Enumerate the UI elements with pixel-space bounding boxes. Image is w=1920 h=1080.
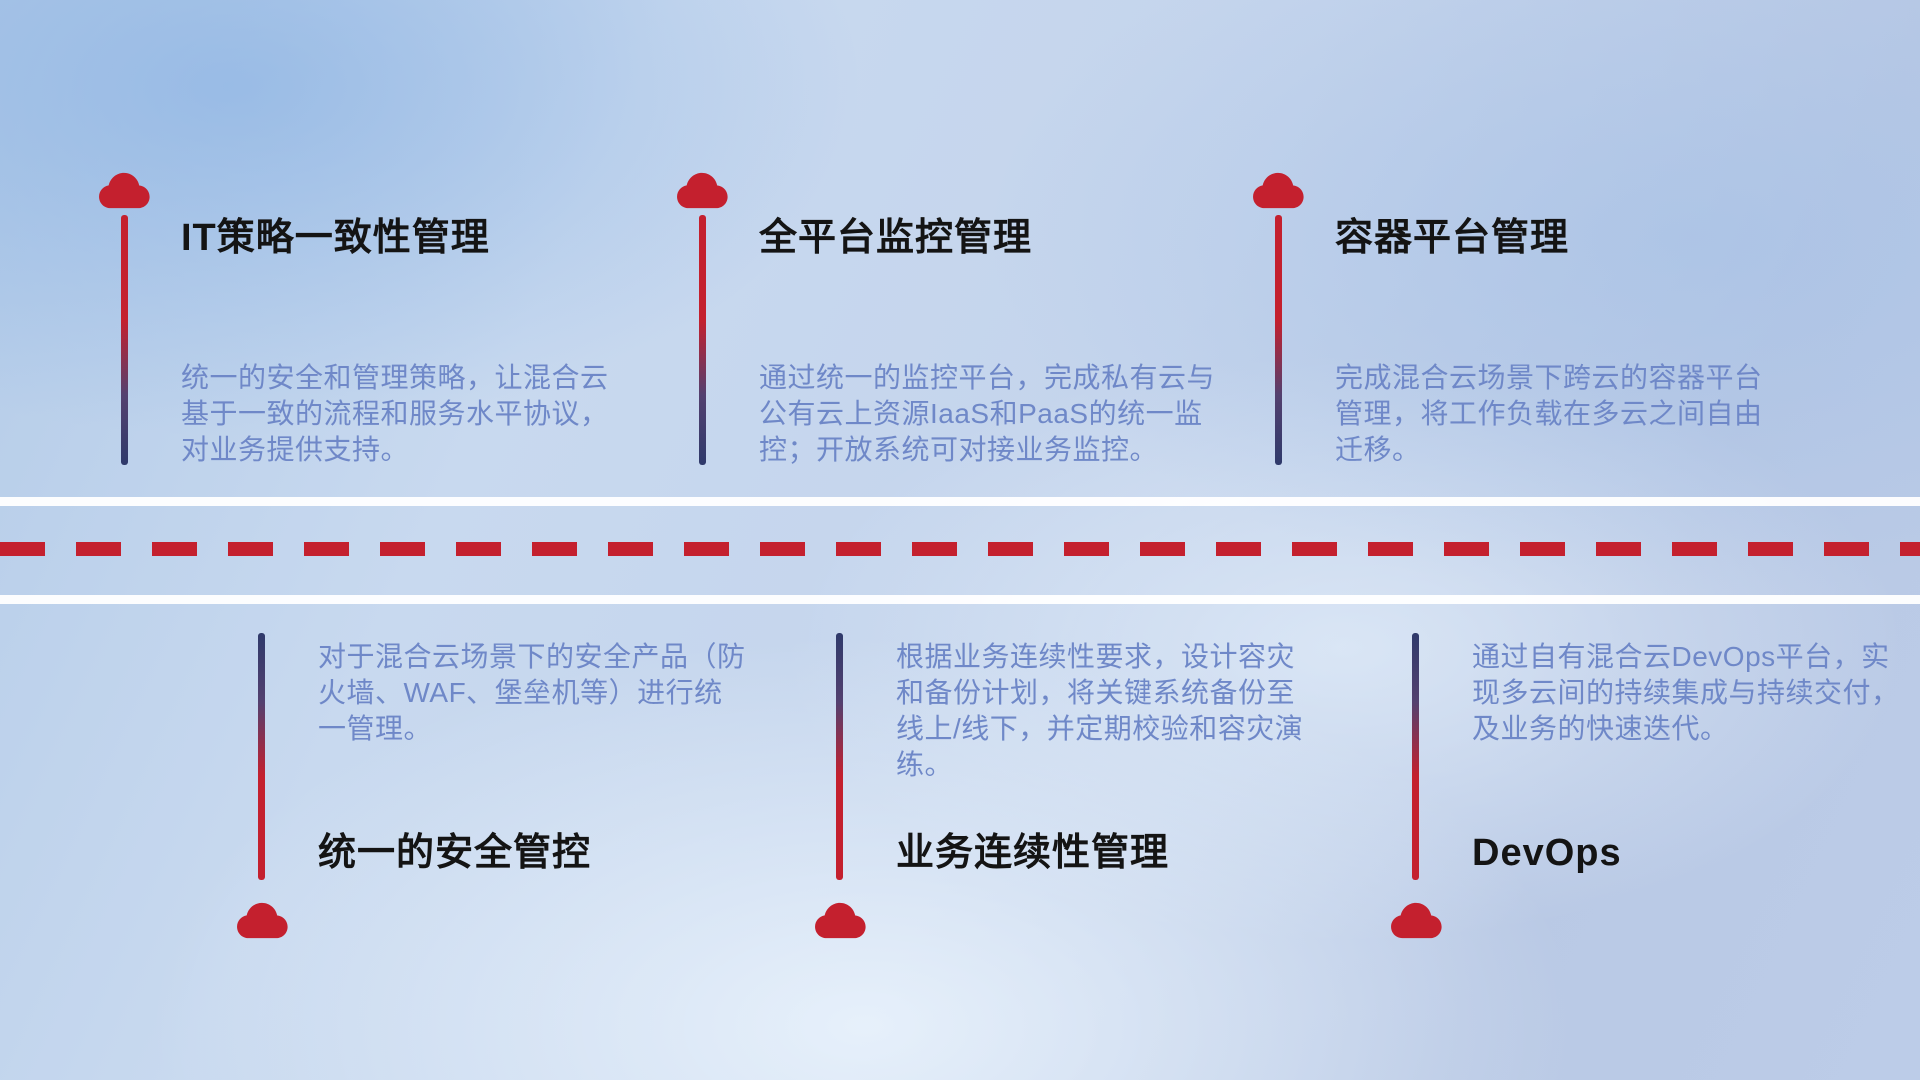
item-title: 容器平台管理 bbox=[1335, 217, 1570, 259]
item-devops: 通过自有混合云DevOps平台，实现多云间的持续集成与持续交付，及业务的快速迭代… bbox=[1391, 633, 1920, 943]
connector-line bbox=[699, 215, 706, 465]
cloud-icon bbox=[236, 900, 290, 941]
road-bottom-line bbox=[0, 595, 1920, 604]
road-top-line bbox=[0, 497, 1920, 506]
connector-line bbox=[836, 633, 843, 880]
item-description: 对于混合云场景下的安全产品（防火墙、WAF、堡垒机等）进行统一管理。 bbox=[318, 641, 746, 744]
connector-line bbox=[1412, 633, 1419, 880]
cloud-icon bbox=[1390, 900, 1444, 941]
item-description: 完成混合云场景下跨云的容器平台管理，将工作负载在多云之间自由迁移。 bbox=[1335, 362, 1763, 465]
cloud-icon bbox=[98, 170, 152, 211]
item-description: 根据业务连续性要求，设计容灾和备份计划，将关键系统备份至线上/线下，并定期校验和… bbox=[896, 641, 1304, 780]
item-description: 统一的安全和管理策略，让混合云基于一致的流程和服务水平协议，对业务提供支持。 bbox=[181, 362, 609, 465]
item-unified-security: 对于混合云场景下的安全产品（防火墙、WAF、堡垒机等）进行统一管理。 统一的安全… bbox=[237, 633, 778, 943]
item-platform-monitoring: 全平台监控管理 通过统一的监控平台，完成私有云与公有云上资源IaaS和PaaS的… bbox=[676, 170, 1215, 470]
item-title: 业务连续性管理 bbox=[896, 832, 1170, 874]
connector-line bbox=[1275, 215, 1282, 465]
cloud-icon bbox=[676, 170, 730, 211]
item-description: 通过统一的监控平台，完成私有云与公有云上资源IaaS和PaaS的统一监控；开放系… bbox=[759, 362, 1216, 465]
item-it-policy: IT策略一致性管理 统一的安全和管理策略，让混合云基于一致的流程和服务水平协议，… bbox=[98, 170, 618, 470]
item-description: 通过自有混合云DevOps平台，实现多云间的持续集成与持续交付，及业务的快速迭代… bbox=[1472, 641, 1900, 744]
item-title: DevOps bbox=[1472, 832, 1622, 874]
cloud-icon bbox=[1252, 170, 1306, 211]
item-business-continuity: 根据业务连续性要求，设计容灾和备份计划，将关键系统备份至线上/线下，并定期校验和… bbox=[815, 633, 1356, 943]
road-dashed-line bbox=[0, 542, 1920, 556]
item-title: IT策略一致性管理 bbox=[181, 217, 490, 259]
item-title: 全平台监控管理 bbox=[759, 217, 1033, 259]
cloud-icon bbox=[814, 900, 868, 941]
connector-line bbox=[121, 215, 128, 465]
item-container-platform: 容器平台管理 完成混合云场景下跨云的容器平台管理，将工作负载在多云之间自由迁移。 bbox=[1252, 170, 1772, 470]
item-title: 统一的安全管控 bbox=[318, 832, 592, 874]
connector-line bbox=[258, 633, 265, 880]
